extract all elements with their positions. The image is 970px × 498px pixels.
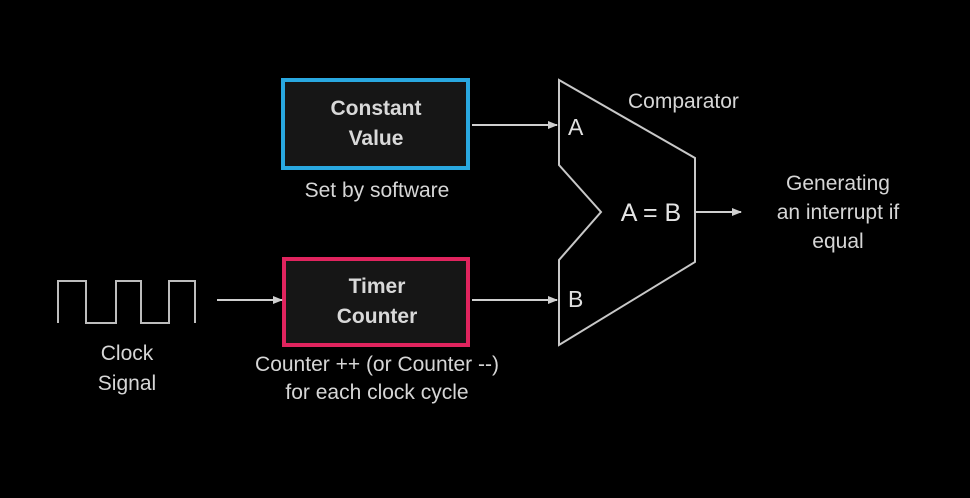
timer-counter-box	[282, 257, 470, 347]
comparator-title: Comparator	[628, 90, 739, 113]
constant-value-label-line1: Constant	[331, 97, 422, 120]
comparator-equation-label: A = B	[621, 199, 681, 227]
timer-counter-block: Timer Counter	[282, 257, 470, 347]
output-label-line3: equal	[812, 230, 863, 253]
constant-caption: Set by software	[305, 179, 450, 202]
constant-value-label-line2: Value	[349, 127, 404, 150]
comparator-shape	[558, 78, 696, 347]
clock-waveform-icon	[57, 280, 196, 324]
timer-caption-line2: for each clock cycle	[285, 381, 468, 404]
comparator-input-b-label: B	[568, 286, 583, 312]
timer-caption-line1: Counter ++ (or Counter --)	[255, 353, 499, 376]
comparator-input-a-label: A	[568, 114, 584, 140]
output-label-line2: an interrupt if	[777, 201, 900, 224]
timer-counter-label-line1: Timer	[349, 275, 406, 298]
constant-value-box	[281, 78, 470, 170]
clock-label-line1: Clock	[101, 342, 154, 365]
constant-value-block: Constant Value	[281, 78, 470, 170]
timer-counter-label-line2: Counter	[337, 305, 418, 328]
clock-label-line2: Signal	[98, 372, 156, 395]
output-label-line1: Generating	[786, 172, 890, 195]
